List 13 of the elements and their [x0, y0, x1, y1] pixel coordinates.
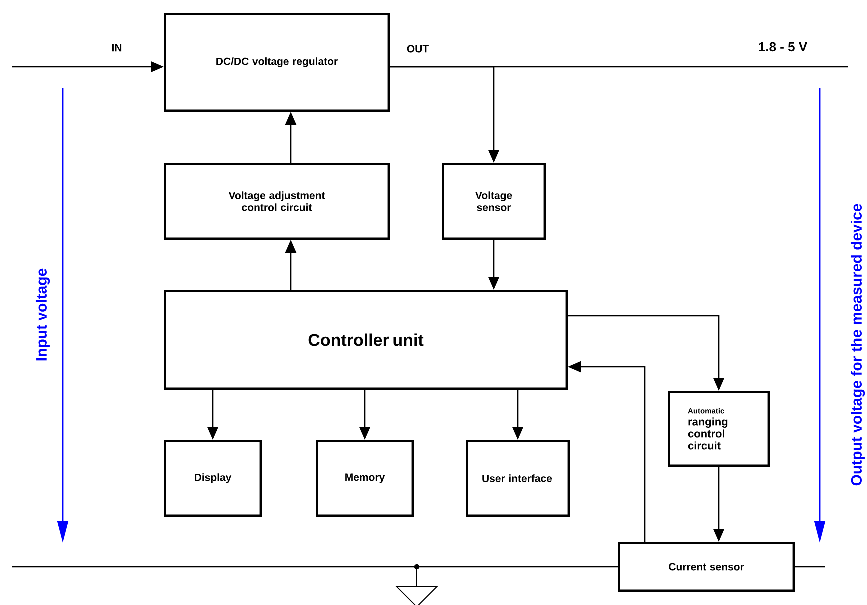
block-box: User interface [466, 440, 570, 517]
annotation-label: Output voltage for the measured device [851, 204, 866, 486]
edge-label: IN [110, 43, 124, 53]
block-box: Voltage adjustment control circuit [164, 163, 390, 240]
block-box: Voltage sensor [442, 163, 546, 240]
edge-label: OUT [406, 44, 430, 54]
annotation-label: 1.8 - 5 V [759, 42, 808, 52]
annotation-label: Input voltage [36, 268, 50, 361]
block-box: Memory [316, 440, 414, 517]
block-box: DC/DC voltage regulator [164, 13, 390, 112]
block-box: Display [164, 440, 262, 517]
block-box: Controller unit [164, 290, 568, 390]
block-box: Current sensor [618, 542, 795, 592]
